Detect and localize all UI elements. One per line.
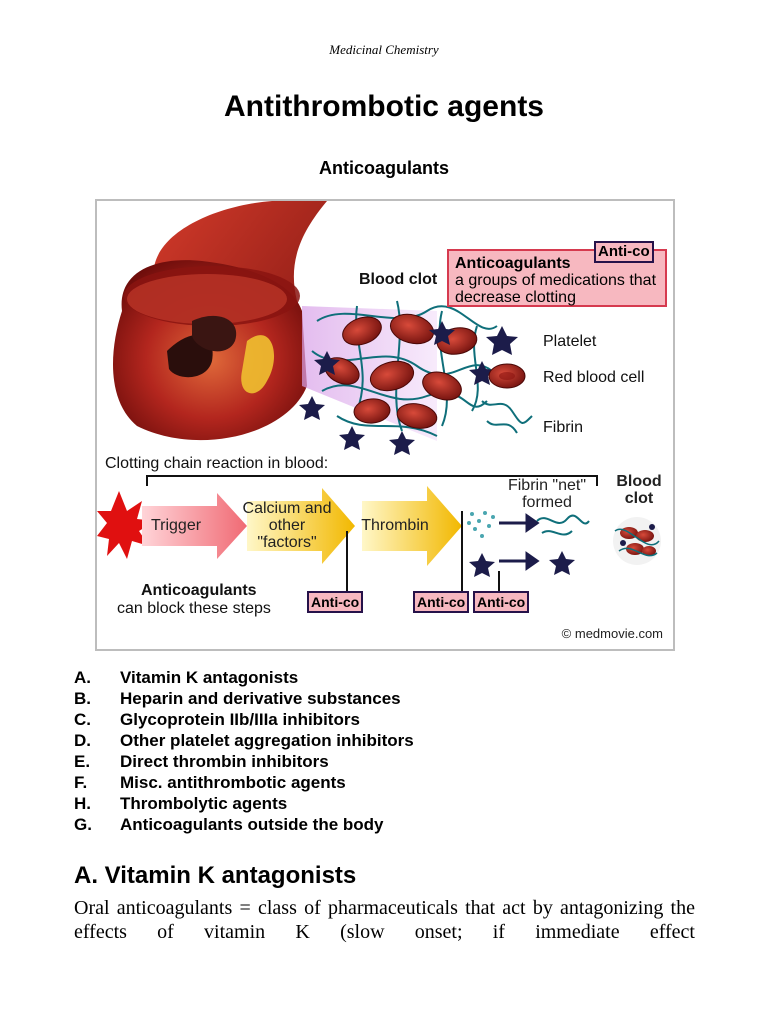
list-item-text: Glycoprotein IIb/IIIa inhibitors bbox=[120, 710, 360, 729]
list-item: C. Glycoprotein IIb/IIIa inhibitors bbox=[74, 709, 414, 730]
callout-title: Anticoagulants bbox=[455, 255, 571, 272]
trigger-arrow bbox=[142, 493, 247, 559]
trigger-label: Trigger bbox=[150, 517, 202, 534]
legend-red-blood-cell-icon bbox=[488, 363, 526, 389]
page-title: Antithrombotic agents bbox=[224, 90, 544, 123]
final-clot-icon bbox=[613, 517, 661, 565]
list-item: D. Other platelet aggregation inhibitors bbox=[74, 730, 414, 751]
blood-clot-cluster bbox=[299, 300, 498, 455]
legend-platelet-label: Platelet bbox=[543, 333, 597, 350]
list-item-letter: D. bbox=[74, 731, 91, 750]
list-item: F. Misc. antithrombotic agents bbox=[74, 772, 414, 793]
list-item-text: Vitamin K antagonists bbox=[120, 668, 299, 687]
list-item-letter: F. bbox=[74, 773, 88, 792]
list-item-text: Direct thrombin inhibitors bbox=[120, 752, 329, 771]
agent-class-list: A. Vitamin K antagonists B. Heparin and de… bbox=[74, 667, 414, 835]
list-item-letter: C. bbox=[74, 710, 91, 729]
list-item: E. Direct thrombin inhibitors bbox=[74, 751, 414, 772]
list-item-text: Other platelet aggregation inhibitors bbox=[120, 731, 414, 750]
list-item-letter: B. bbox=[74, 689, 91, 708]
anti-co-tag-2: Anti-co bbox=[413, 591, 470, 613]
final-clot-label: Blood clot bbox=[616, 473, 662, 507]
list-item-letter: A. bbox=[74, 668, 91, 687]
thrombin-label: Thrombin bbox=[361, 517, 429, 534]
list-item-text: Misc. antithrombotic agents bbox=[120, 773, 346, 792]
legend-fibrin-icon bbox=[481, 400, 533, 434]
list-item-letter: G. bbox=[74, 815, 92, 834]
list-item-text: Heparin and derivative substances bbox=[120, 689, 401, 708]
list-item-letter: E. bbox=[74, 752, 91, 771]
section-body-text: Oral anticoagulants = class of pharmaceu… bbox=[74, 897, 695, 943]
legend-platelet-icon bbox=[486, 326, 518, 355]
list-item: A. Vitamin K antagonists bbox=[74, 667, 414, 688]
list-item-text: Thrombolytic agents bbox=[120, 794, 288, 813]
image-credit: © medmovie.com bbox=[561, 626, 663, 641]
anticoagulants-figure: Blood clot Anticoagulants a groups of me… bbox=[95, 199, 675, 651]
block-title: Anticoagulants bbox=[141, 582, 257, 599]
list-item-text: Anticoagulants outside the body bbox=[120, 815, 384, 834]
list-item: G. Anticoagulants outside the body bbox=[74, 814, 414, 835]
list-item-letter: H. bbox=[74, 794, 91, 813]
legend-fibrin-label: Fibrin bbox=[543, 419, 584, 436]
blood-clot-label: Blood clot bbox=[359, 271, 438, 288]
legend-red-blood-cell-label: Red blood cell bbox=[543, 369, 645, 386]
anti-co-tag-top: Anti-co bbox=[594, 241, 654, 263]
anti-co-tag-3: Anti-co bbox=[473, 591, 530, 613]
block-lines bbox=[346, 511, 500, 591]
thrombin-arrow bbox=[362, 486, 462, 566]
chain-reaction-label: Clotting chain reaction in blood: bbox=[105, 455, 329, 472]
section-heading: A. Vitamin K antagonists bbox=[74, 862, 357, 889]
running-header: Medicinal Chemistry bbox=[329, 42, 439, 57]
fibrin-net-step bbox=[467, 511, 590, 577]
fibrin-net-label: Fibrin "net" formed bbox=[507, 477, 587, 511]
figure-title: Anticoagulants bbox=[318, 158, 449, 178]
callout-text: a groups of medications that decrease cl… bbox=[455, 272, 657, 306]
list-item: B. Heparin and derivative substances bbox=[74, 688, 414, 709]
calcium-arrow bbox=[247, 488, 355, 564]
trigger-starburst bbox=[97, 491, 155, 559]
figure-artwork bbox=[97, 201, 661, 591]
list-item: H. Thrombolytic agents bbox=[74, 793, 414, 814]
chain-bracket bbox=[146, 475, 598, 486]
anti-co-tag-1: Anti-co bbox=[307, 591, 364, 613]
calcium-label: Calcium and other "factors" bbox=[242, 500, 332, 551]
block-text: can block these steps bbox=[117, 600, 271, 617]
anticoagulants-callout: Anticoagulants a groups of medications t… bbox=[447, 249, 667, 307]
